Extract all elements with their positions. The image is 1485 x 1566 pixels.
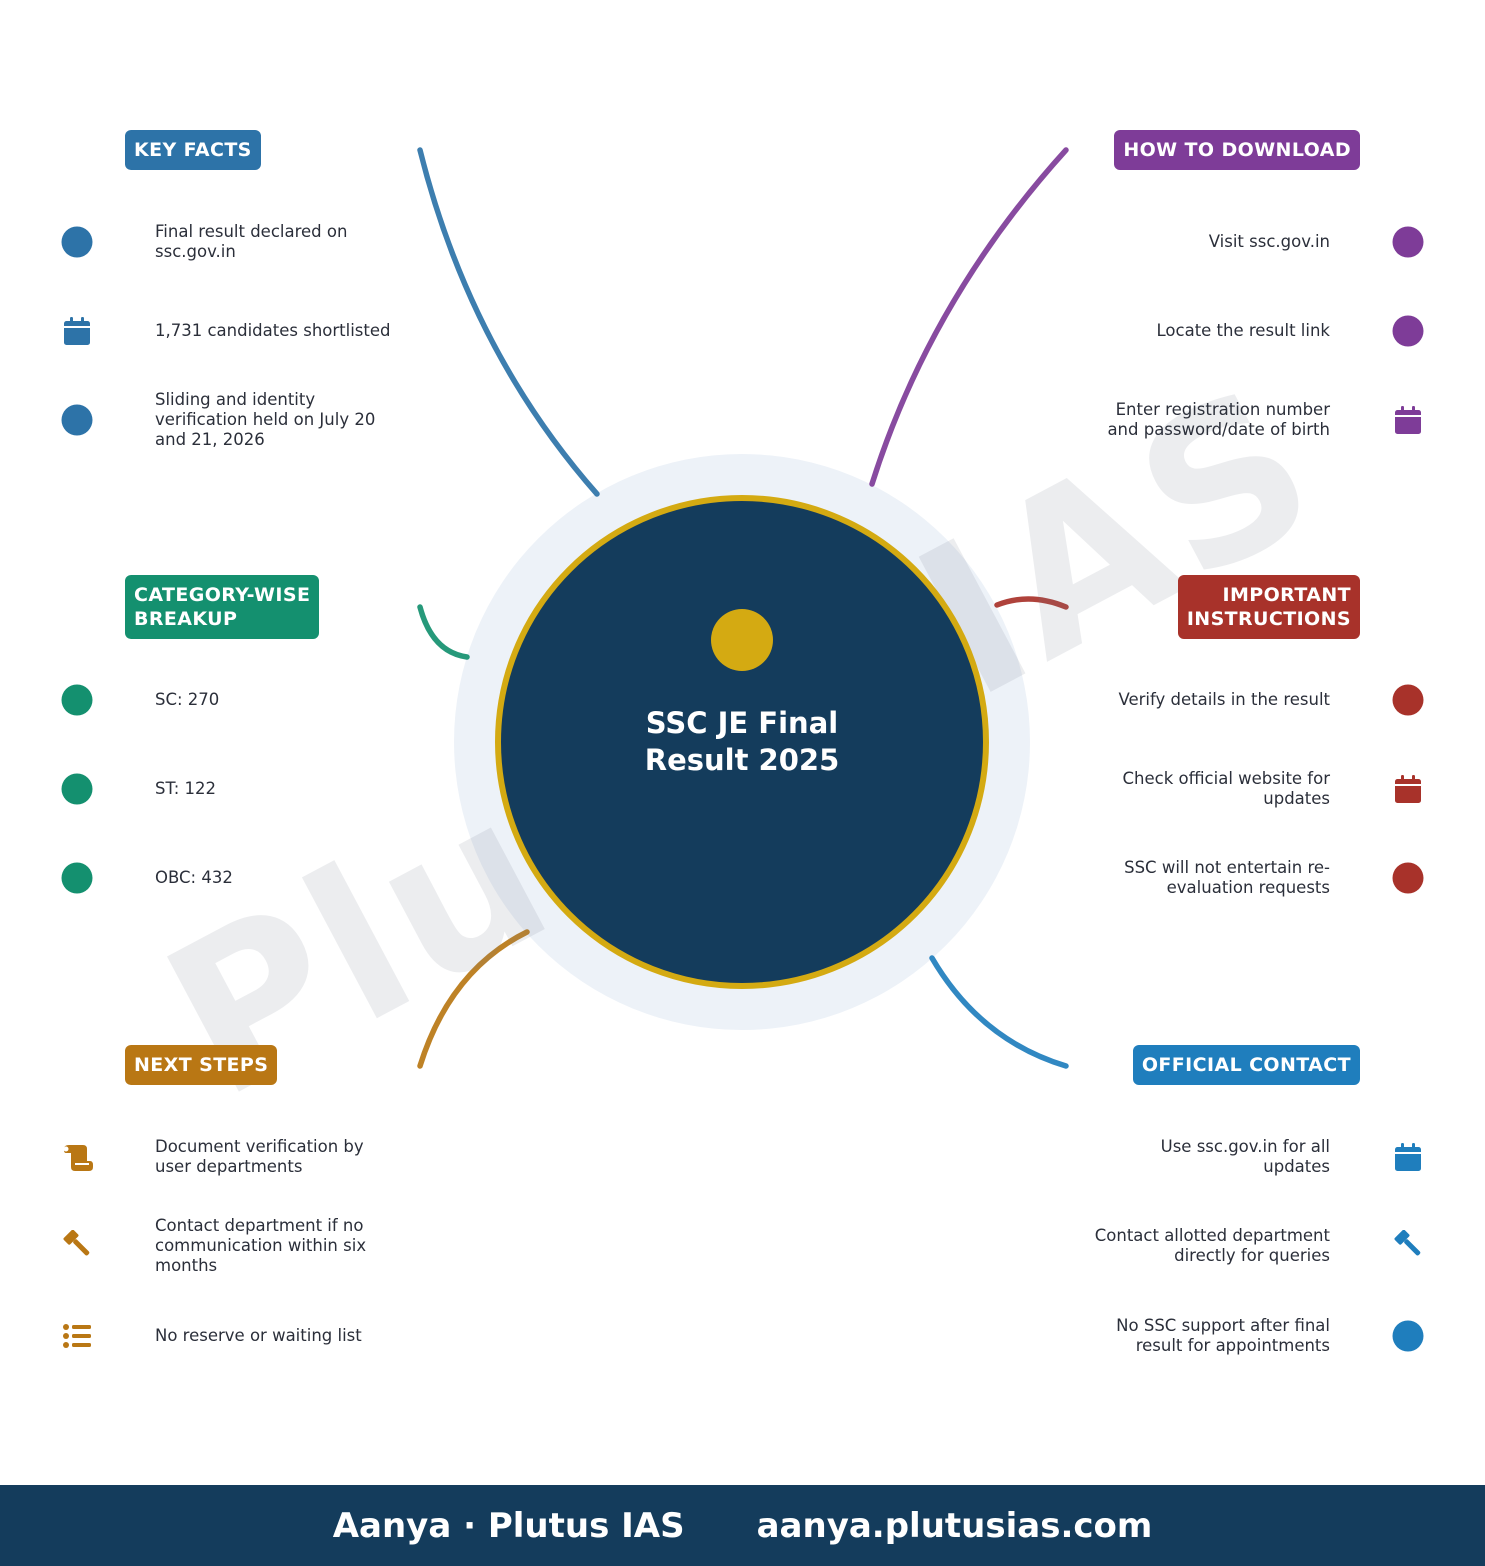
list-icon	[61, 1320, 93, 1352]
circle-icon	[61, 404, 93, 436]
next-steps-item: Contact department if no communication w…	[155, 1216, 367, 1275]
footer: Aanya · Plutus IAS aanya.plutusias.com	[0, 1485, 1485, 1566]
key-facts-item: Final result declared on ssc.gov.in	[155, 222, 348, 261]
important-instructions-branch	[994, 596, 1069, 610]
category-wise-breakup-item: ST: 122	[155, 779, 217, 798]
official-contact-item: No SSC support after final result for ap…	[1116, 1316, 1330, 1355]
circle-icon	[1392, 684, 1424, 716]
circle-icon	[61, 226, 93, 258]
key-facts-badge: KEY FACTS	[125, 130, 261, 170]
circle-icon	[61, 773, 93, 805]
official-contact-item: Contact allotted department directly for…	[1094, 1226, 1330, 1265]
calendar-icon	[61, 315, 93, 347]
how-to-download-badge: HOW TO DOWNLOAD	[1114, 130, 1360, 170]
next-steps-item: Document verification by user department…	[155, 1137, 364, 1176]
gavel-icon	[1392, 1229, 1424, 1262]
important-instructions-item: Check official website for updates	[1122, 769, 1331, 808]
calendar-icon	[1392, 1141, 1424, 1173]
category-wise-breakup-item: OBC: 432	[155, 868, 233, 887]
how-to-download-branch	[869, 147, 1069, 487]
category-wise-breakup-badge: CATEGORY-WISE BREAKUP	[125, 575, 320, 639]
official-contact-item: Use ssc.gov.in for all updates	[1160, 1137, 1330, 1176]
next-steps-branch	[417, 929, 530, 1069]
key-facts-branch	[417, 147, 600, 497]
calendar-icon	[1392, 404, 1424, 436]
how-to-download-item: Enter registration number and password/d…	[1107, 400, 1330, 439]
footer-author: Aanya · Plutus IAS	[332, 1505, 685, 1546]
important-instructions-item: SSC will not entertain re-evaluation req…	[1124, 858, 1330, 897]
key-facts-item: 1,731 candidates shortlisted	[155, 321, 391, 340]
center-title-line-2: Result 2025	[644, 743, 840, 777]
calendar-icon	[1392, 773, 1424, 805]
footer-website[interactable]: aanya.plutusias.com	[756, 1505, 1153, 1546]
circle-icon	[61, 862, 93, 894]
important-instructions-badge: IMPORTANT INSTRUCTIONS	[1177, 575, 1360, 639]
circle-icon	[61, 684, 93, 716]
category-wise-breakup-item: SC: 270	[155, 690, 220, 709]
key-facts-item: Sliding and identity verification held o…	[155, 390, 376, 449]
gavel-icon	[61, 1229, 93, 1262]
next-steps-item: No reserve or waiting list	[155, 1326, 362, 1345]
official-contact-branch	[929, 955, 1069, 1069]
official-contact-badge: OFFICIAL CONTACT	[1132, 1045, 1360, 1085]
category-wise-breakup-branch	[417, 604, 470, 660]
center-title: SSC JE Final Result 2025	[560, 705, 924, 779]
circle-icon	[1392, 315, 1424, 347]
scroll-icon	[61, 1141, 93, 1173]
how-to-download-item: Locate the result link	[1156, 321, 1330, 340]
important-instructions-item: Verify details in the result	[1118, 690, 1330, 709]
next-steps-badge: NEXT STEPS	[125, 1045, 278, 1085]
how-to-download-item: Visit ssc.gov.in	[1208, 232, 1330, 251]
circle-icon	[1392, 862, 1424, 894]
circle-icon	[1392, 226, 1424, 258]
circle-icon	[1392, 1320, 1424, 1352]
center-title-line-1: SSC JE Final	[645, 706, 839, 740]
